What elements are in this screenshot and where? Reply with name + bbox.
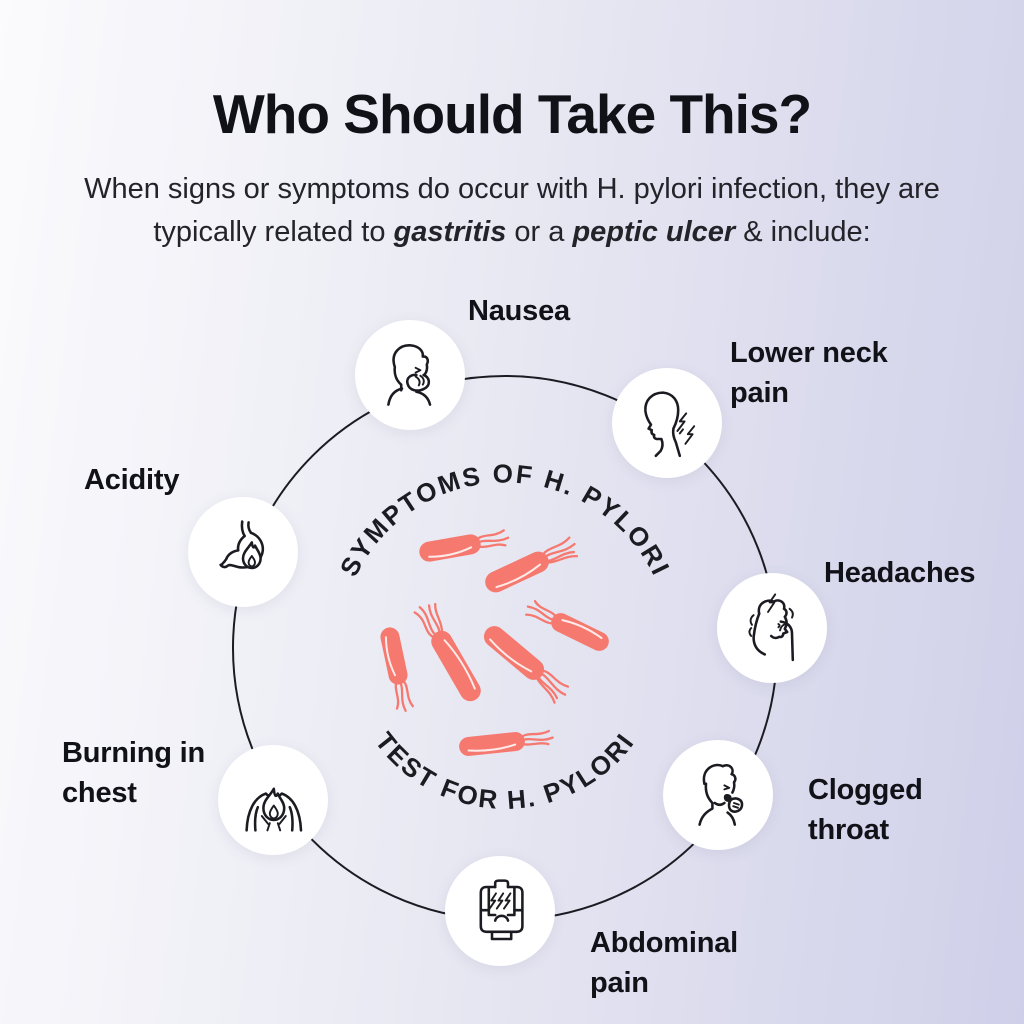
symptom-label-abdominal-pain: Abdominal pain — [590, 927, 739, 999]
symptom-circle-headaches — [717, 573, 827, 683]
bacterium-illustration — [459, 729, 554, 756]
svg-text:SYMPTOMS OF H. PYLORI: SYMPTOMS OF H. PYLORI — [334, 458, 677, 581]
bacterium-illustration — [419, 529, 510, 562]
abdominal-pain-torso-icon — [479, 879, 524, 941]
coughing-person-icon — [698, 763, 744, 826]
page-subtitle: When signs or symptoms do occur with H. … — [0, 168, 1024, 254]
symptom-circle-lower-neck-pain — [612, 368, 722, 478]
keyword-peptic-ulcer: peptic ulcer — [572, 216, 736, 248]
stomach-acid-flame-icon — [219, 520, 265, 570]
bacterium-illustration — [483, 626, 570, 704]
symptom-circle-acidity — [188, 497, 298, 607]
bacterium-illustration — [485, 536, 579, 593]
symptom-label-nausea: Nausea — [468, 295, 570, 327]
keyword-gastritis: gastritis — [393, 216, 507, 248]
h-pylori-bacteria-illustration — [380, 529, 609, 756]
symptom-label-acidity: Acidity — [84, 464, 180, 496]
symptom-label-clogged-throat: Clogged throat — [808, 774, 923, 846]
headache-person-icon — [748, 593, 795, 662]
symptom-circle-nausea — [355, 320, 465, 430]
center-arc-bottom-text: TEST FOR H. PYLORI — [369, 726, 638, 815]
neck-pain-head-profile-icon — [644, 391, 696, 458]
symptom-circle-burning-in-chest — [218, 745, 328, 855]
nausea-person-covering-mouth-icon — [387, 344, 432, 406]
symptom-label-lower-neck-pain: Lower neck pain — [730, 337, 888, 409]
symptom-label-burning-in-chest: Burning in chest — [62, 737, 205, 809]
center-arc-top-text: SYMPTOMS OF H. PYLORI — [334, 458, 674, 581]
subtitle-line-1: When signs or symptoms do occur with H. … — [84, 173, 940, 205]
bacterium-illustration — [380, 627, 414, 712]
page-title: Who Should Take This? — [212, 83, 812, 145]
subtitle-line-2: typically related to gastritis or a pept… — [153, 216, 871, 248]
symptom-circle-clogged-throat — [663, 740, 773, 850]
symptom-label-headaches: Headaches — [824, 557, 976, 589]
bacterium-illustration — [413, 602, 481, 702]
symptom-circle-abdominal-pain — [445, 856, 555, 966]
bacterium-illustration — [525, 599, 609, 651]
svg-text:TEST FOR H. PYLORI: TEST FOR H. PYLORI — [369, 726, 640, 815]
burning-chest-flame-icon — [245, 787, 303, 832]
